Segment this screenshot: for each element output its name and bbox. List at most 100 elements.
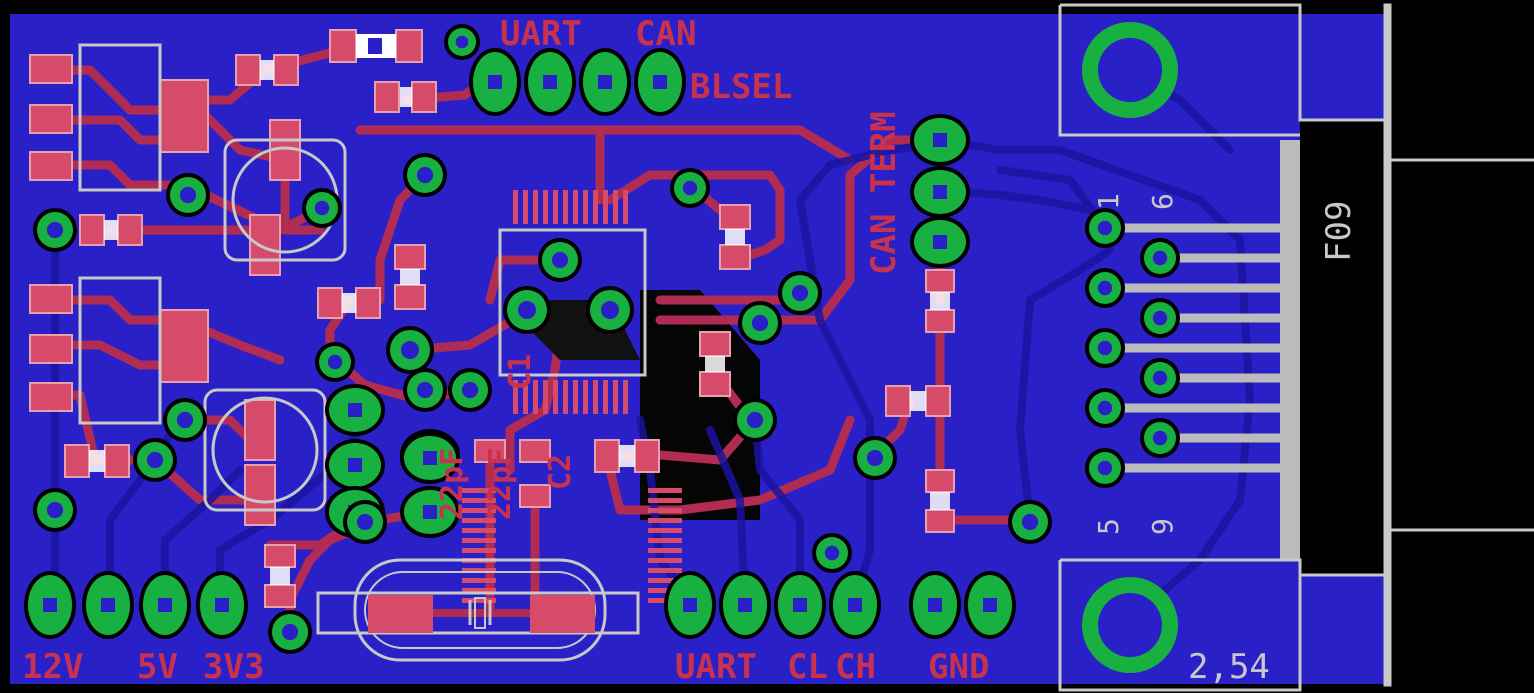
header-pad [400,486,460,538]
label-ch: CH [835,647,876,687]
mcu-pin [513,380,518,414]
via [343,500,387,544]
mcu-pin [553,380,558,414]
via [1140,358,1180,398]
mcu-pin [462,578,496,583]
label-cap2-value: 22pF [483,448,518,520]
header-pad [829,571,881,639]
label-gnd: GND [928,647,989,687]
header-pad [196,571,248,639]
via [733,398,777,442]
via [812,533,852,573]
mcu-pin [462,488,496,493]
label-3v3: 3V3 [203,647,264,687]
header-pad [579,48,631,116]
via [538,238,582,282]
mcu-pin [533,380,538,414]
silkscreen-text-gray: F09 1 6 5 9 2,54 [1092,193,1359,687]
mcu-pin [513,190,518,224]
label-cap1-value: 22pF [435,448,470,520]
via [268,610,312,654]
label-c1: C1 [503,354,538,390]
mcu-pin [583,190,588,224]
mcu-pin [462,548,496,553]
label-uart-top: UART [500,14,582,54]
label-cl: CL [787,647,828,687]
header-pad [909,571,961,639]
mcu-pin [563,380,568,414]
label-c2: C2 [543,454,578,490]
connector-body-bar [1280,140,1300,560]
mcu-pin [462,568,496,573]
header-pad [964,571,1016,639]
regulator-pads [29,54,301,526]
mcu-pin [648,538,682,543]
header-pad [774,571,826,639]
header-pad [910,166,970,218]
mcu-pin [543,190,548,224]
header-pad [664,571,716,639]
mcu-pin [648,548,682,553]
mcu-pin [603,190,608,224]
mcu-pin [462,498,496,503]
label-12v: 12V [22,647,83,687]
mcu-pin [613,380,618,414]
mounting-holes [1082,22,1178,673]
header-pad [910,114,970,166]
via [33,208,77,252]
mcu-pin [462,518,496,523]
mcu-pin [593,380,598,414]
crystal [316,558,640,662]
mcu-pin [553,190,558,224]
via [444,24,480,60]
via [1085,208,1125,248]
mcu-pin [543,380,548,414]
vias [33,24,1180,654]
label-can-term: CAN TERM [864,111,904,275]
mcu-pin [523,190,528,224]
via [853,436,897,480]
mcu-pin [573,380,578,414]
via [386,326,434,374]
mcu-pin [648,588,682,593]
mcu-pin [462,598,496,603]
header-pad [325,439,385,491]
via [315,342,355,382]
mcu-pin [573,190,578,224]
mcu-pin [593,190,598,224]
smd-components [64,29,955,608]
mcu-pin [623,190,628,224]
via [1140,238,1180,278]
header-pad [469,48,521,116]
via [403,368,447,412]
mcu-pin [462,528,496,533]
silkscreen-text: UART CAN BLSEL CAN TERM C1 C2 22pF 22pF … [22,14,989,687]
via [1085,268,1125,308]
via [302,188,342,228]
mcu-pin [583,380,588,414]
label-uart-bottom: UART [675,647,757,687]
header-pad [719,571,771,639]
silkscreen-outlines [78,3,1534,692]
mcu-pin [648,508,682,513]
mcu-pin [523,380,528,414]
header-pad [82,571,134,639]
label-connector: F09 [1319,201,1359,262]
via [738,301,782,345]
via [670,168,710,208]
header-pad [24,571,76,639]
mcu-pin [648,528,682,533]
mcu-pin [648,518,682,523]
header-pad [910,216,970,268]
header-pad [400,432,460,484]
header-pad [325,384,385,436]
label-pitch: 2,54 [1188,647,1270,687]
header-pad [524,48,576,116]
mcu-pin [648,568,682,573]
mcu-pin [462,538,496,543]
label-5v: 5V [137,647,178,687]
board-cutout [1300,120,1390,575]
via [1140,418,1180,458]
